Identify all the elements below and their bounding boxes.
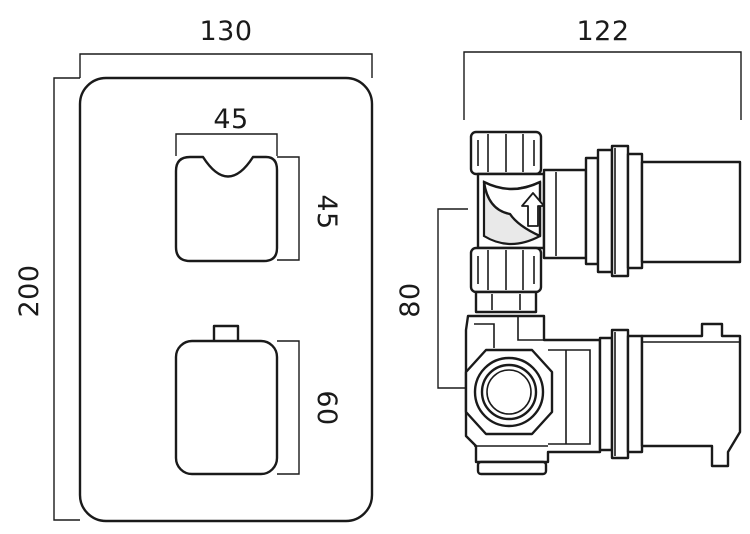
outlet-centres-label: 80 — [395, 282, 426, 317]
flow-knob — [174, 339, 279, 476]
depth-dimension: 122 — [463, 16, 742, 120]
arrow-up-icon — [521, 192, 545, 227]
upper-control-height-label: 45 — [311, 194, 342, 229]
lower-valve-body — [464, 314, 602, 476]
height-dimension: 200 — [14, 77, 80, 521]
temperature-knob — [174, 155, 279, 263]
lower-cartridge — [598, 322, 742, 468]
width-dimension: 130 — [79, 16, 373, 78]
upper-cartridge — [584, 144, 742, 278]
upper-valve-body — [476, 168, 588, 260]
upper-handle — [640, 160, 742, 264]
lever-tab — [212, 324, 240, 344]
connecting-neck — [474, 290, 538, 314]
upper-control-width-label: 45 — [213, 104, 248, 135]
lower-control: 60 — [174, 324, 342, 476]
lower-handle — [640, 322, 742, 468]
centres-dimension: 80 — [395, 208, 468, 389]
plate-width-label: 130 — [199, 16, 252, 47]
top-nut — [469, 130, 543, 176]
upper-control: 45 45 — [174, 104, 342, 263]
side-view: 122 80 — [395, 16, 742, 476]
middle-nut — [469, 246, 543, 294]
front-view: 130 200 45 45 60 — [14, 16, 374, 523]
lower-control-height-label: 60 — [311, 390, 342, 425]
plate-height-label: 200 — [14, 264, 45, 317]
valve-depth-label: 122 — [576, 16, 629, 47]
